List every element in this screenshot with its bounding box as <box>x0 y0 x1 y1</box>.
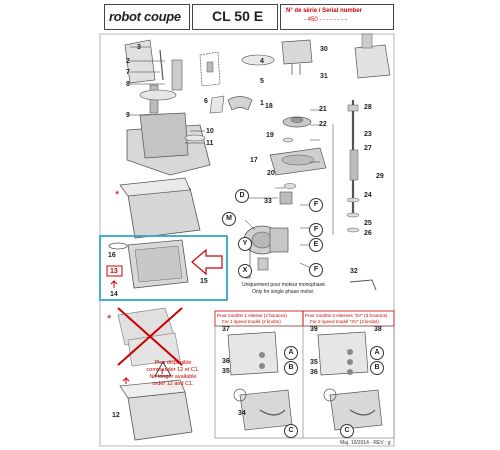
part-number: 18 <box>265 103 273 110</box>
revision-footer: Maj. 10/2014 - REV : g <box>340 440 391 446</box>
part-number: 34 <box>238 410 246 417</box>
part-number: 11 <box>206 140 214 147</box>
connector-label: E <box>309 238 323 252</box>
part-number: 1 <box>260 100 264 107</box>
part-number: 16 <box>108 252 116 259</box>
part-number: 6 <box>204 98 208 105</box>
part-number: 31 <box>320 73 328 80</box>
one-speed-note-line2: For 1 speed model (2 knobs) <box>222 319 281 324</box>
serial-value: - 450 - - - - - - - - <box>304 17 347 23</box>
connector-label: F <box>309 263 323 277</box>
connector-label: C <box>340 424 354 438</box>
one-speed-note-line1: Pour modèle 1 vitesse (2 boutons) <box>217 313 287 318</box>
part-number: 24 <box>364 192 372 199</box>
connector-label: A <box>370 346 384 360</box>
connector-label: D <box>235 189 249 203</box>
part-number: 10 <box>206 128 214 135</box>
part-number: 21 <box>319 106 327 113</box>
part-number: 28 <box>364 104 372 111</box>
part-number: 36 <box>310 369 318 376</box>
svg-text:!: ! <box>161 369 163 376</box>
part-number: 32 <box>350 268 358 275</box>
svg-text:*: * <box>107 313 112 325</box>
part-number: 2 <box>126 58 130 65</box>
part-number: 22 <box>319 121 327 128</box>
part-number: 19 <box>266 132 274 139</box>
part-number: 29 <box>376 173 384 180</box>
part-number: 35 <box>222 368 230 375</box>
part-number: 26 <box>364 230 372 237</box>
part-number: 5 <box>260 78 264 85</box>
part-number: 36 <box>222 358 230 365</box>
part-number: 30 <box>320 46 328 53</box>
motor-note-line1: Uniquement pour moteur monophasé. <box>242 282 327 288</box>
connector-label: X <box>238 264 252 278</box>
part-number: 12 <box>112 412 120 419</box>
serial-box <box>280 4 394 30</box>
part-number: 13 <box>110 268 118 275</box>
part-number: 7 <box>126 69 130 76</box>
part-number: 35 <box>310 359 318 366</box>
part-number: 23 <box>364 131 372 138</box>
no-longer-note-line2: commander 12 et C1. <box>146 367 200 373</box>
part-number: 39 <box>310 326 318 333</box>
part-number: 25 <box>364 220 372 227</box>
svg-text:*: * <box>115 189 120 201</box>
two-speed-note-line2: For 2 speed model "2V" (3 knobs) <box>310 319 379 324</box>
part-number: 38 <box>374 326 382 333</box>
part-number: 37 <box>222 326 230 333</box>
part-number: 27 <box>364 145 372 152</box>
no-longer-note-line3: No longer available <box>149 374 197 380</box>
brand-logo: robot coupe <box>109 9 181 24</box>
brand-box <box>104 4 190 30</box>
connector-label: Y <box>238 237 252 251</box>
connector-label: F <box>309 198 323 212</box>
two-speed-note-line1: Pour modèle 2 vitesses "2V" (3 boutons) <box>305 313 388 318</box>
no-longer-note-line4: order 12 and C1. <box>152 381 194 387</box>
part-number: 3 <box>137 44 141 51</box>
part-number: 8 <box>126 81 130 88</box>
part-number: 33 <box>264 198 272 205</box>
no-longer-note-line1: Plus disponible <box>154 360 192 366</box>
model-box <box>192 4 278 30</box>
part-number: 9 <box>126 112 130 119</box>
part-number: 4 <box>260 58 264 65</box>
connector-label: B <box>284 361 298 375</box>
serial-label: N° de série / Serial number <box>286 8 363 14</box>
connector-label: B <box>370 361 384 375</box>
part-number: 15 <box>200 278 208 285</box>
model-title: CL 50 E <box>212 8 264 24</box>
part-number: 17 <box>250 157 258 164</box>
part-number: 20 <box>267 170 275 177</box>
connector-label: C <box>284 424 298 438</box>
connector-label: F <box>309 223 323 237</box>
connector-label: M <box>222 212 236 226</box>
part-number: 14 <box>110 291 118 298</box>
connector-label: A <box>284 346 298 360</box>
motor-note-line2: Only for single phase motor. <box>252 289 315 295</box>
